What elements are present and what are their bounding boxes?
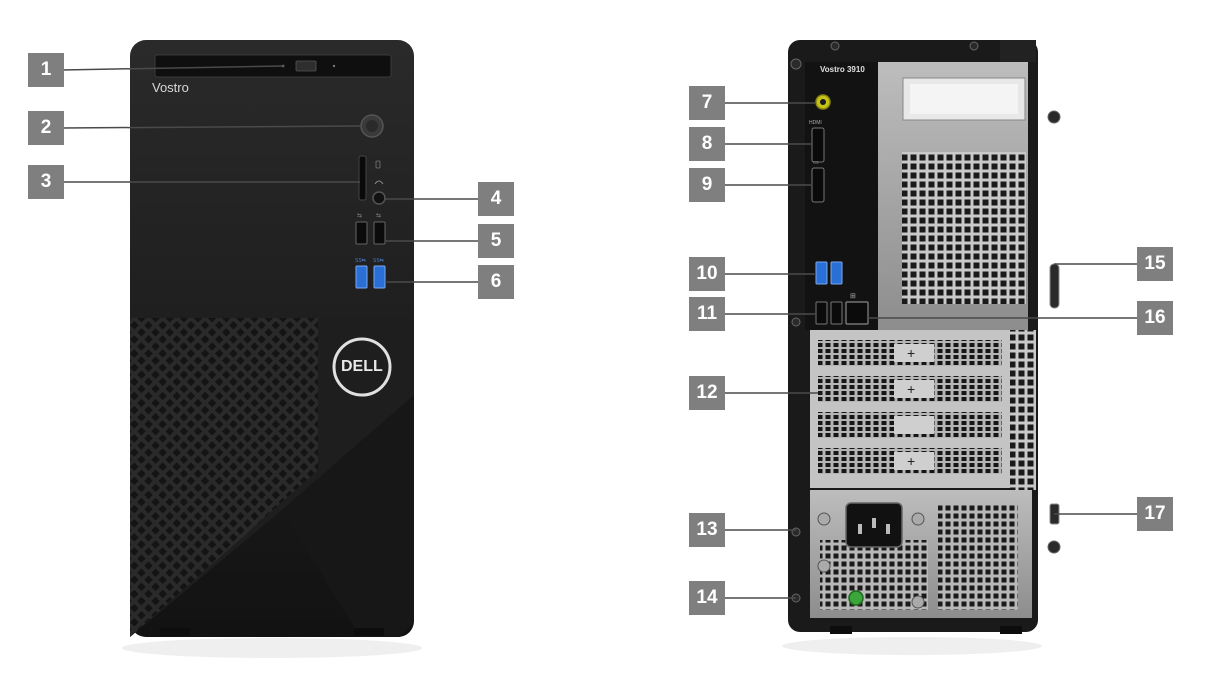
rear-usb2-port-2 <box>830 301 843 325</box>
dell-logo-ring <box>332 337 392 397</box>
side-screw-bottom <box>1047 540 1061 554</box>
callout-14: 14 <box>689 581 725 615</box>
usb-icon: ⇆ <box>376 212 381 219</box>
psu-diagnostic-button <box>848 590 864 606</box>
callout-5: 5 <box>478 224 514 258</box>
ethernet-icon: ⊞ <box>850 293 856 300</box>
callout-10: 10 <box>689 257 725 291</box>
displayport-icon: ▭ <box>813 160 819 166</box>
psu-grille-left <box>820 540 928 610</box>
usb-ss-icon: SS⇆ <box>373 258 384 264</box>
power-pin-3 <box>886 524 890 534</box>
front-shadow <box>122 638 422 658</box>
slot-cover-2 <box>894 380 934 398</box>
callout-2: 2 <box>28 111 64 145</box>
side-vent <box>1010 330 1036 490</box>
hdmi-port <box>811 127 825 163</box>
headset-jack <box>372 191 386 205</box>
usb3-port-2 <box>373 265 386 289</box>
hdmi-icon: HDMI <box>809 120 822 126</box>
back-foot-right <box>1000 626 1022 634</box>
plus-icon: + <box>907 345 915 361</box>
power-button-inner <box>366 120 378 132</box>
line-out-jack-hole <box>820 99 826 105</box>
back-screw-top-2 <box>969 41 979 51</box>
front-facet-lower <box>282 395 414 637</box>
padlock-loop <box>1049 263 1060 309</box>
displayport-port <box>811 167 825 203</box>
callout-1: 1 <box>28 53 64 87</box>
usb3-port-1 <box>355 265 368 289</box>
front-mesh <box>130 318 318 637</box>
sd-card-icon <box>375 160 381 169</box>
usb2-port-1 <box>355 221 368 245</box>
callout-7: 7 <box>689 86 725 120</box>
back-handle-inner <box>910 84 1018 114</box>
psu-screw-4 <box>911 595 925 609</box>
rear-usb3-port-1 <box>815 261 828 285</box>
callout-4: 4 <box>478 182 514 216</box>
back-screw-tl <box>790 58 802 70</box>
back-screw-bl1 <box>791 527 801 537</box>
leader-line-1 <box>61 65 284 71</box>
fan-grille <box>902 152 1026 304</box>
side-screw-top <box>1047 110 1061 124</box>
back-screw-top-1 <box>830 41 840 51</box>
back-foot-left <box>830 626 852 634</box>
power-pin-1 <box>858 524 862 534</box>
front-view: ⇆ ⇆ SS⇆ SS⇆ <box>61 40 478 658</box>
back-shadow <box>782 637 1042 655</box>
callout-12: 12 <box>689 376 725 410</box>
psu-screw-3 <box>817 559 831 573</box>
rear-usb2-port-1 <box>815 301 828 325</box>
slot-cover-3 <box>894 416 934 434</box>
callout-3: 3 <box>28 165 64 199</box>
callout-9: 9 <box>689 168 725 202</box>
callout-16: 16 <box>1137 301 1173 335</box>
psu-screw-2 <box>911 512 925 526</box>
optical-eject-button <box>295 60 317 72</box>
expansion-slots: + + + <box>818 340 1002 474</box>
leader-line-2 <box>61 125 361 129</box>
optical-pinhole <box>332 64 336 68</box>
callout-13: 13 <box>689 513 725 547</box>
slot-cover-1 <box>894 344 934 362</box>
back-top-bracket <box>1000 40 1036 62</box>
psu-screw-1 <box>817 512 831 526</box>
back-screw-ml <box>791 317 801 327</box>
back-view: HDMI ▭ ⊞ + <box>725 40 1137 655</box>
callout-17: 17 <box>1137 497 1173 531</box>
usb-ss-icon: SS⇆ <box>355 258 366 264</box>
sd-card-slot <box>358 155 367 201</box>
back-model-label: Vostro 3910 <box>820 65 865 74</box>
ethernet-port <box>845 301 869 325</box>
plus-icon: + <box>907 453 915 469</box>
psu-grille-right <box>938 505 1018 610</box>
callout-15: 15 <box>1137 247 1173 281</box>
usb-icon: ⇆ <box>357 212 362 219</box>
slot-cover-4 <box>894 452 934 470</box>
usb2-port-2 <box>373 221 386 245</box>
rear-usb3-port-2 <box>830 261 843 285</box>
front-foot-right <box>354 628 384 636</box>
front-brand-label: Vostro <box>152 80 189 95</box>
callout-8: 8 <box>689 127 725 161</box>
callout-11: 11 <box>689 297 725 331</box>
dell-logo: DELL <box>341 358 383 375</box>
headset-icon <box>374 180 384 185</box>
power-pin-2 <box>872 518 876 528</box>
plus-icon: + <box>907 381 915 397</box>
callout-6: 6 <box>478 265 514 299</box>
front-foot-left <box>160 628 190 636</box>
